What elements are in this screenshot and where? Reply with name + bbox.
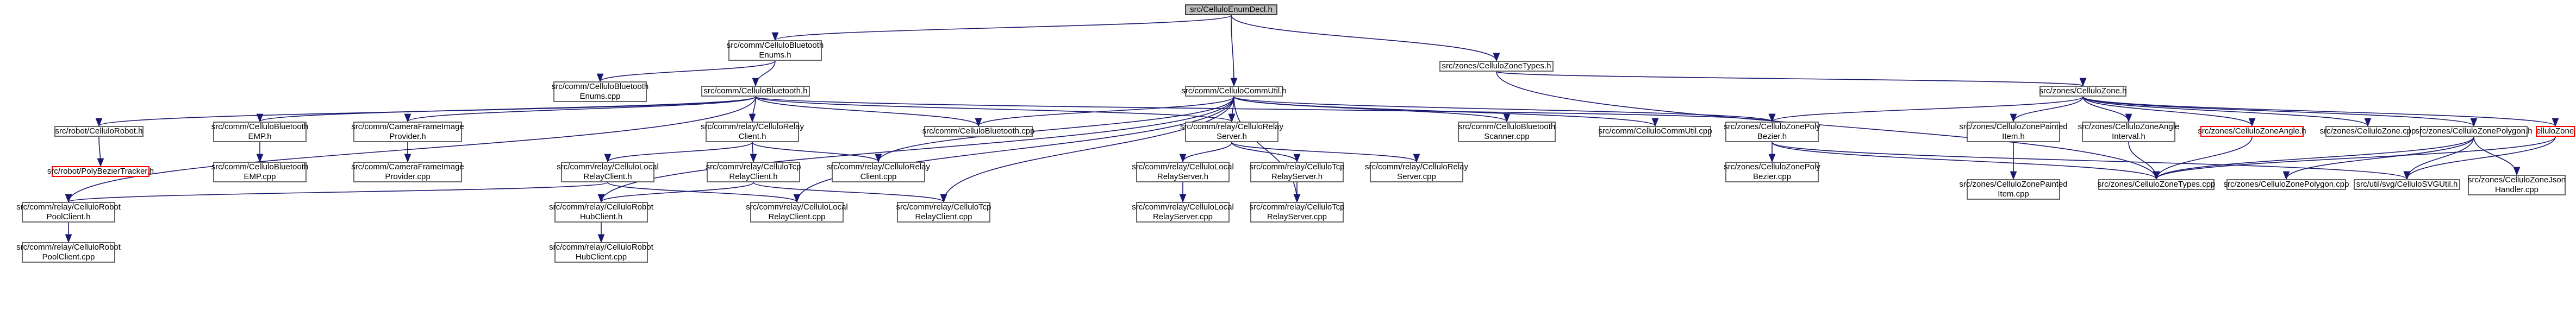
- edge-comm-util-h-to-local-relay-client-cpp: [793, 96, 1234, 203]
- node-cam-frame-h[interactable]: src/comm/CameraFrameImage Provider.h: [351, 122, 464, 142]
- edge-relay-client-h-to-tcp-relay-client-h: [750, 142, 757, 163]
- edge-root-to-zone-types-h: [1231, 15, 1500, 62]
- edge-bt-h-to-cam-frame-h: [404, 96, 756, 123]
- node-bt-enums-h[interactable]: src/comm/CelluloBluetooth Enums.h: [726, 40, 824, 61]
- edge-comm-util-h-to-poly-bezier-h: [1233, 96, 1775, 123]
- edge-tcp-relay-client-h-to-tcp-relay-client-cpp: [753, 182, 947, 203]
- node-root[interactable]: src/CelluloEnumDecl.h: [1185, 4, 1277, 15]
- node-robot-hub-client-cpp[interactable]: src/comm/relay/CelluloRobot HubClient.cp…: [549, 242, 653, 263]
- node-local-relay-client-h[interactable]: src/comm/relay/CelluloLocal RelayClient.…: [557, 162, 659, 182]
- node-poly-bezier-h[interactable]: src/zones/CelluloZonePoly Bezier.h: [1724, 122, 1820, 142]
- edge-relay-client-h-to-relay-client-cpp: [752, 142, 882, 163]
- node-robot-pool-client-cpp[interactable]: src/comm/relay/CelluloRobot PoolClient.c…: [16, 242, 121, 263]
- node-bt-h[interactable]: src/comm/CelluloBluetooth.h: [701, 86, 810, 97]
- node-local-relay-server-cpp[interactable]: src/comm/relay/CelluloLocal RelayServer.…: [1132, 202, 1234, 223]
- edge-local-relay-client-h-to-robot-pool-client-h: [65, 182, 608, 203]
- edge-zone-types-h-to-zone-types-cpp: [1496, 71, 2160, 180]
- edge-relay-client-h-to-local-relay-client-h: [604, 142, 753, 163]
- edge-poly-bezier-h-to-svg-util-h: [1772, 142, 2410, 180]
- edge-relay-server-h-to-local-relay-server-h: [1179, 142, 1232, 163]
- edge-zone-h-to-painted-item-h: [2010, 96, 2084, 123]
- node-polygon-cpp[interactable]: src/zones/CelluloZonePolygon.cpp: [2223, 179, 2349, 190]
- edge-zone-types-h-to-zone-h: [1496, 71, 2086, 87]
- node-relay-client-h[interactable]: src/comm/relay/CelluloRelay Client.h: [700, 122, 804, 142]
- node-bt-scanner[interactable]: src/comm/CelluloBluetooth Scanner.cpp: [1458, 122, 1556, 142]
- node-tcp-relay-server-h[interactable]: src/comm/relay/CelluloTcp RelayServer.h: [1249, 162, 1345, 182]
- edge-angle-h-to-zone-types-cpp: [2153, 136, 2253, 180]
- edge-zone-h-to-angle-h: [2082, 96, 2256, 127]
- node-painted-item-cpp[interactable]: src/zones/CelluloZonePainted Item.cpp: [1959, 179, 2068, 200]
- node-comm-util-cpp[interactable]: src/comm/CelluloCommUtil.cpp: [1598, 126, 1712, 137]
- edge-relay-server-h-to-tcp-relay-server-h: [1231, 142, 1301, 163]
- edge-zone-h-to-polygon-h: [2082, 96, 2478, 127]
- edge-comm-util-h-to-comm-util-cpp: [1233, 96, 1658, 127]
- edge-polygon-h-to-polygon-cpp: [2282, 136, 2474, 180]
- edge-comm-util-h-to-relay-client-cpp: [875, 96, 1234, 163]
- node-angle-interval-h[interactable]: src/zones/CelluloZoneAngle Interval.h: [2078, 122, 2180, 142]
- node-relay-server-cpp[interactable]: src/comm/relay/CelluloRelay Server.cpp: [1364, 162, 1469, 182]
- edge-root-to-comm-util-h: [1230, 15, 1238, 87]
- node-bt-emp-h[interactable]: src/comm/CelluloBluetooth EMP.h: [211, 122, 309, 142]
- edge-robot-h-to-poly-bezier-tracker: [97, 136, 104, 167]
- edge-comm-util-h-to-bt-cpp: [975, 96, 1234, 127]
- node-poly-bezier-cpp[interactable]: src/zones/CelluloZonePoly Bezier.cpp: [1724, 162, 1820, 182]
- node-bt-enums-cpp[interactable]: src/comm/CelluloBluetooth Enums.cpp: [551, 81, 649, 102]
- edge-bt-h-to-relay-server-h: [755, 96, 1235, 123]
- edge-bt-h-to-bt-cpp: [755, 96, 982, 127]
- node-cam-frame-cpp[interactable]: src/comm/CameraFrameImage Provider.cpp: [351, 162, 464, 182]
- edge-poly-bezier-h-to-zone-types-cpp: [1772, 142, 2160, 180]
- edge-zone-h-to-zone-cpp: [2082, 96, 2372, 127]
- edge-zone-h-to-rectangle-h: [2082, 96, 2559, 127]
- node-rectangle-h[interactable]: src/zones/CelluloZoneRectangle.h: [2536, 126, 2575, 137]
- edge-tcp-relay-client-h-to-robot-hub-client-h: [597, 182, 754, 203]
- node-robot-pool-client-h[interactable]: src/comm/relay/CelluloRobot PoolClient.h: [16, 202, 121, 223]
- edge-root-to-bt-enums-h: [772, 15, 1232, 41]
- node-zone-types-cpp[interactable]: src/zones/CelluloZoneTypes.cpp: [2097, 179, 2216, 190]
- edge-bt-h-to-bt-emp-h: [257, 96, 756, 123]
- edge-bt-h-to-relay-client-h: [749, 96, 756, 123]
- node-bt-cpp[interactable]: src/comm/CelluloBluetooth.cpp: [922, 126, 1035, 137]
- edge-bt-enums-h-to-bt-enums-cpp: [596, 60, 776, 82]
- edge-local-relay-client-h-to-local-relay-client-cpp: [607, 182, 801, 203]
- node-comm-util-h[interactable]: src/comm/CelluloCommUtil.h: [1181, 86, 1287, 97]
- node-tcp-relay-server-cpp[interactable]: src/comm/relay/CelluloTcp RelayServer.cp…: [1249, 202, 1345, 223]
- edge-bt-h-to-poly-bezier-h: [755, 96, 1775, 123]
- node-zone-h[interactable]: src/zones/CelluloZone.h: [2039, 86, 2127, 97]
- edge-comm-util-h-to-tcp-relay-server-cpp: [1233, 96, 1301, 203]
- edge-comm-util-h-to-robot-hub-client-h: [597, 96, 1234, 203]
- edge-zone-h-to-angle-interval-h: [2082, 96, 2132, 123]
- node-angle-h[interactable]: src/zones/CelluloZoneAngle.h: [2198, 126, 2306, 137]
- edge-comm-util-h-to-tcp-relay-client-cpp: [940, 96, 1234, 203]
- node-local-relay-client-cpp[interactable]: src/comm/relay/CelluloLocal RelayClient.…: [746, 202, 848, 223]
- node-robot-h[interactable]: src/robot/CelluloRobot.h: [54, 126, 144, 137]
- node-local-relay-server-h[interactable]: src/comm/relay/CelluloLocal RelayServer.…: [1132, 162, 1234, 182]
- node-poly-bezier-tracker[interactable]: src/robot/PolyBezierTracker.h: [47, 166, 154, 177]
- node-zone-types-h[interactable]: src/zones/CelluloZoneTypes.h: [1439, 61, 1554, 72]
- edge-relay-server-h-to-relay-server-cpp: [1231, 142, 1420, 163]
- node-relay-client-cpp[interactable]: src/comm/relay/CelluloRelay Client.cpp: [826, 162, 931, 182]
- node-zone-cpp[interactable]: src/zones/CelluloZone.cpp: [2319, 126, 2416, 137]
- edge-rectangle-h-to-zone-types-cpp: [2153, 136, 2556, 180]
- node-relay-server-h[interactable]: src/comm/relay/CelluloRelay Server.h: [1180, 122, 1284, 142]
- node-tcp-relay-client-h[interactable]: src/comm/relay/CelluloTcp RelayClient.h: [706, 162, 801, 182]
- edge-polygon-h-to-zone-types-cpp: [2153, 136, 2474, 180]
- edge-bt-enums-h-to-bt-h: [752, 60, 776, 87]
- node-painted-item-h[interactable]: src/zones/CelluloZonePainted Item.h: [1959, 122, 2068, 142]
- node-tcp-relay-client-cpp[interactable]: src/comm/relay/CelluloTcp RelayClient.cp…: [896, 202, 991, 223]
- edge-bt-h-to-robot-pool-client-h: [65, 96, 756, 203]
- node-bt-emp-cpp[interactable]: src/comm/CelluloBluetooth EMP.cpp: [211, 162, 309, 182]
- edge-rectangle-h-to-svg-util-h: [2403, 136, 2556, 180]
- edge-zone-h-to-poly-bezier-h: [1768, 96, 2084, 123]
- node-polygon-h[interactable]: src/zones/CelluloZonePolygon.h: [2415, 126, 2533, 137]
- node-svg-util-h[interactable]: src/util/svg/CelluloSVGUtil.h: [2354, 179, 2460, 190]
- node-json-handler-cpp[interactable]: src/zones/CelluloZoneJson Handler.cpp: [2467, 175, 2566, 195]
- node-robot-hub-client-h[interactable]: src/comm/relay/CelluloRobot HubClient.h: [549, 202, 653, 223]
